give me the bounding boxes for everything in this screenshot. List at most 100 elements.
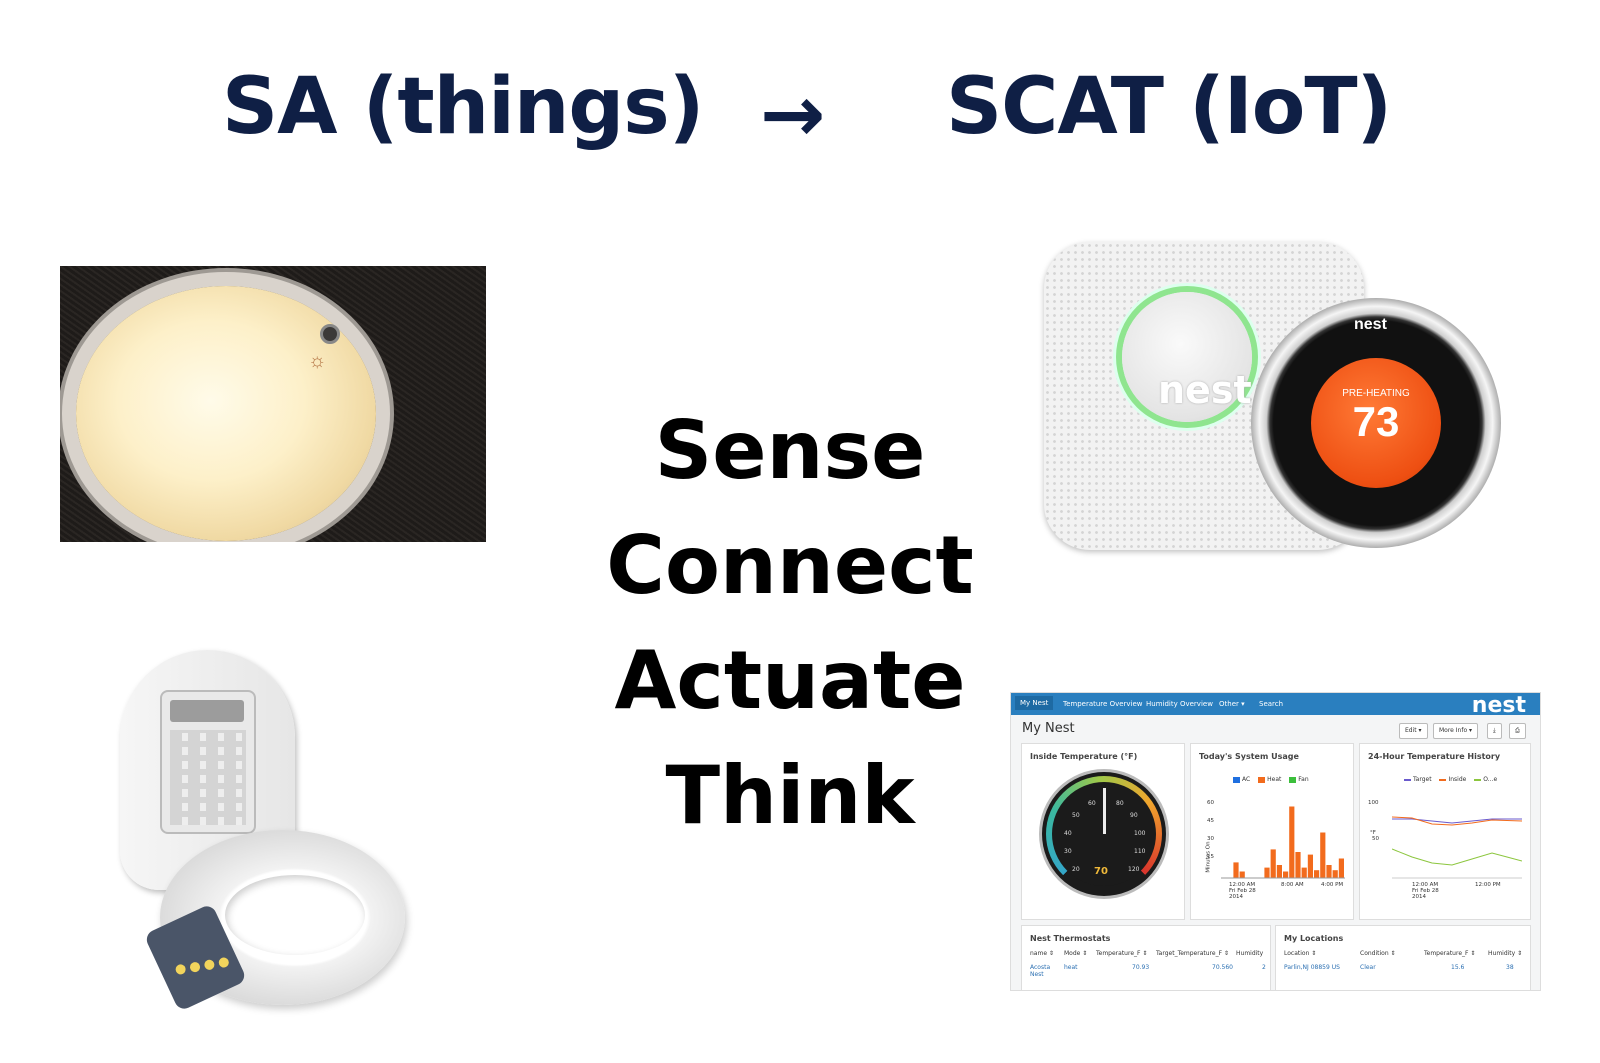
nest-thermostats-panel: Nest Thermostats name ⇕ Mode ⇕ Temperatu… [1021, 925, 1271, 990]
column-header[interactable]: Humidity ⇕ [1488, 950, 1523, 957]
legend-swatch-inside [1439, 778, 1447, 781]
legend-outside: O...e [1483, 776, 1498, 783]
usage-y-tick: 45 [1207, 818, 1214, 824]
remote-button-icon [202, 958, 217, 972]
right-arrow-icon: → [760, 70, 825, 160]
usage-bar [1264, 867, 1270, 878]
column-header[interactable]: name ⇕ [1030, 950, 1054, 957]
column-header[interactable]: Humidity [1236, 950, 1264, 957]
legend-swatch-fan [1289, 776, 1297, 783]
thermostat-brand: nest [1354, 316, 1387, 333]
column-header[interactable]: Condition ⇕ [1360, 950, 1396, 957]
column-header[interactable]: Target_Temperature_F ⇕ [1156, 950, 1229, 957]
usage-bar [1332, 870, 1338, 878]
temperature-gauge: 20 30 40 50 60 80 90 100 110 120 70 [1042, 772, 1166, 896]
nav-temperature-overview[interactable]: Temperature Overview [1063, 700, 1143, 708]
column-header[interactable]: Temperature_F ⇕ [1096, 950, 1148, 957]
nav-other[interactable]: Other ▾ [1219, 700, 1245, 708]
inside-temperature-title: Inside Temperature (°F) [1030, 752, 1138, 761]
thermostat-temperature: 73 [1352, 398, 1400, 445]
history-x-tick: 12:00 PM [1475, 882, 1501, 888]
nest-dashboard-screenshot: My Nest Temperature Overview Humidity Ov… [1010, 692, 1541, 991]
motion-sensor-icon [320, 324, 340, 344]
legend-swatch-heat [1258, 776, 1266, 783]
legend-ac: AC [1242, 776, 1251, 783]
nest-devices-photo: nest nest PRE-HEATING 73 [1044, 240, 1504, 552]
word-sense: Sense [654, 404, 926, 497]
table-cell: 70.560 [1212, 964, 1233, 971]
edit-button[interactable]: Edit ▾ [1399, 723, 1428, 739]
column-header[interactable]: Location ⇕ [1284, 950, 1317, 957]
word-connect: Connect [606, 519, 974, 612]
nav-my-nest[interactable]: My Nest [1015, 696, 1054, 710]
usage-x-tick: 12:00 AM Fri Feb 28 2014 [1229, 882, 1256, 900]
heading-sa-things: SA (things) [222, 62, 704, 152]
history-legend: Target Inside O...e [1398, 776, 1497, 783]
nest-protect-logo: nest [1158, 368, 1252, 412]
gauge-tick: 80 [1116, 800, 1124, 807]
history-y-tick: 50 [1372, 836, 1379, 842]
legend-swatch-target [1404, 778, 1411, 781]
usage-y-tick: 60 [1207, 800, 1214, 806]
legend-heat: Heat [1267, 776, 1282, 783]
dashboard-nav: My Nest Temperature Overview Humidity Ov… [1011, 693, 1540, 718]
nav-humidity-overview[interactable]: Humidity Overview [1146, 700, 1213, 708]
more-info-button[interactable]: More Info ▾ [1433, 723, 1479, 739]
table-cell: 2 [1262, 964, 1266, 971]
heading-scat-iot: SCAT (IoT) [946, 62, 1392, 152]
usage-bar-chart [1221, 806, 1345, 879]
usage-bar [1276, 865, 1282, 878]
usage-bar [1233, 862, 1239, 878]
system-usage-panel: Today's System Usage AC Heat Fan Minutes… [1190, 743, 1354, 920]
usage-bar [1326, 865, 1332, 878]
nav-search[interactable]: Search [1259, 700, 1284, 708]
usage-bar [1295, 852, 1301, 878]
temperature-history-title: 24-Hour Temperature History [1368, 752, 1501, 761]
history-target-line [1392, 818, 1522, 824]
history-line-chart [1392, 816, 1522, 879]
print-button[interactable]: ⎙ [1509, 723, 1526, 739]
system-usage-title: Today's System Usage [1199, 752, 1299, 761]
usage-x-tick: 4:00 PM [1321, 882, 1344, 888]
usage-x-tick: 8:00 AM [1281, 882, 1304, 888]
column-header[interactable]: Mode ⇕ [1064, 950, 1088, 957]
dashboard-title: My Nest [1022, 721, 1075, 736]
table-cell: 70.93 [1132, 964, 1150, 971]
history-y-tick: 100 [1368, 800, 1379, 806]
gauge-tick: 90 [1130, 812, 1138, 819]
remote-button-icon [188, 960, 202, 974]
download-button[interactable]: ⤓ [1487, 723, 1502, 739]
column-header[interactable]: Temperature_F ⇕ [1424, 950, 1476, 957]
legend-inside: Inside [1448, 776, 1467, 783]
ceiling-light-photo: ☼ [60, 266, 486, 542]
my-locations-panel: My Locations Location ⇕ Condition ⇕ Temp… [1275, 925, 1531, 990]
usage-bar [1239, 871, 1245, 878]
nest-thermostats-title: Nest Thermostats [1030, 934, 1111, 943]
usage-bar [1301, 867, 1307, 878]
history-x-tick: 12:00 AM Fri Feb 28 2014 [1412, 882, 1439, 900]
usage-bar [1338, 858, 1344, 878]
usage-y-tick: 30 [1207, 836, 1214, 842]
usage-bar [1283, 871, 1289, 878]
gauge-tick: 40 [1064, 830, 1072, 837]
usage-bar [1289, 806, 1295, 878]
usage-y-tick: 15 [1207, 854, 1214, 860]
legend-target: Target [1413, 776, 1432, 783]
panel-display [170, 700, 244, 722]
toilet-seat-opening [225, 875, 365, 955]
my-locations-title: My Locations [1284, 934, 1344, 943]
gauge-tick: 50 [1072, 812, 1080, 819]
table-cell: 38 [1506, 964, 1514, 971]
gauge-needle [1103, 788, 1106, 834]
table-cell[interactable]: Acosta Nest [1030, 964, 1051, 978]
usage-bar [1307, 854, 1313, 878]
table-cell[interactable]: Parlin,NJ 08859 US [1284, 964, 1340, 971]
smart-toilet-seat-photo [110, 650, 410, 1012]
usage-bar [1320, 832, 1326, 878]
gauge-tick: 100 [1134, 830, 1146, 837]
gauge-tick: 110 [1134, 848, 1146, 855]
history-inside-line [1392, 816, 1522, 826]
nest-protect-ring [1122, 292, 1252, 422]
table-cell: heat [1064, 964, 1078, 971]
word-actuate: Actuate [614, 634, 966, 727]
